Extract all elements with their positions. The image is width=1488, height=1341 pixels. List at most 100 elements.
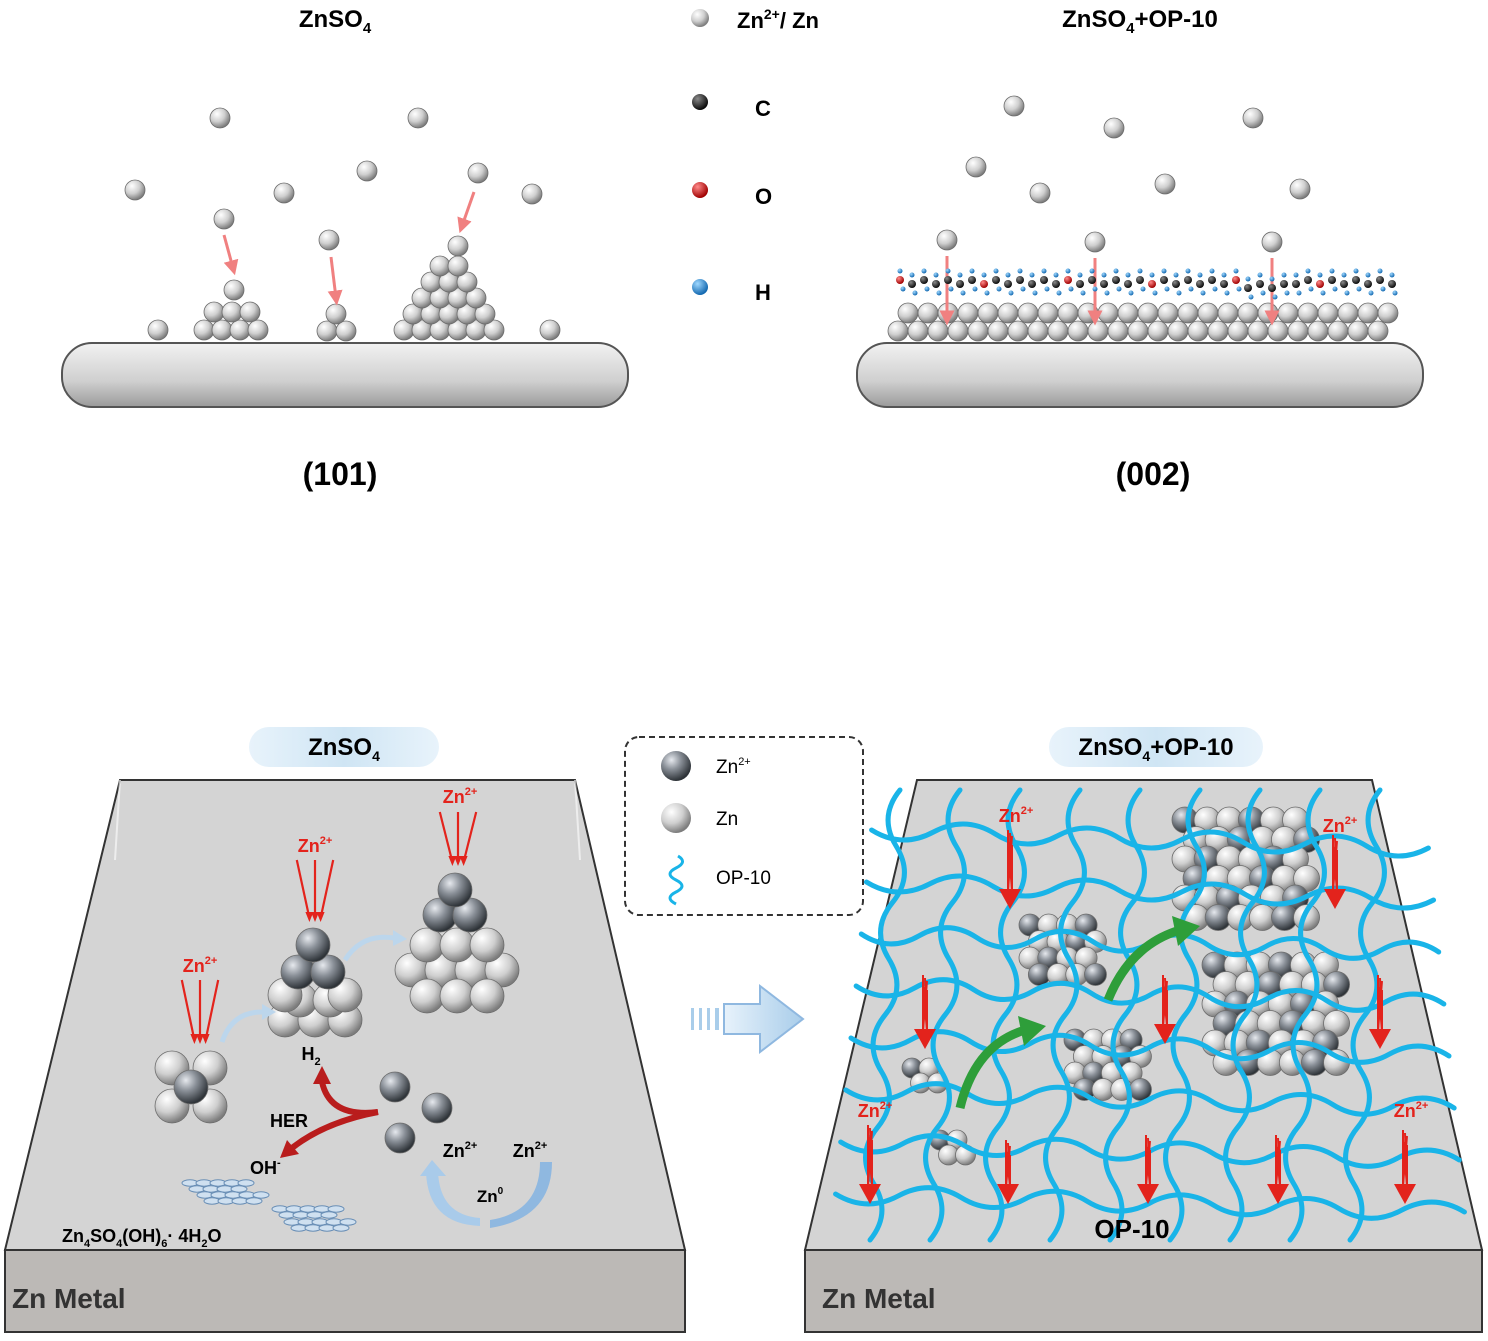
carbon-atom — [1304, 276, 1312, 284]
hydrogen-atom — [1380, 286, 1386, 292]
zn-atom — [429, 255, 451, 277]
zn2-flux-arrowhead — [859, 1184, 881, 1204]
hydrogen-atom — [1392, 290, 1398, 296]
legend-hydrogen-sphere — [692, 279, 708, 295]
hydrogen-atom — [1116, 286, 1122, 292]
zn-atom — [1227, 320, 1249, 342]
zn2-flux-arrowhead — [997, 1184, 1019, 1204]
zn-atom — [1347, 320, 1369, 342]
op10-chain — [863, 873, 1437, 911]
byproduct-flake — [320, 1211, 338, 1219]
zn-atom — [1277, 302, 1299, 324]
zn-atom — [907, 320, 929, 342]
bottom-left-title: ZnSO4 — [308, 734, 380, 764]
zn2-label-2: Zn2+ — [298, 835, 333, 856]
zn2-flux-arrow — [295, 859, 311, 919]
zn-ion — [213, 208, 235, 230]
op10-chain — [1103, 787, 1147, 1243]
zn2-flux-arrow — [867, 1136, 871, 1187]
hydrogen-atom — [912, 290, 918, 296]
zn-atom — [465, 287, 487, 309]
hydrogen-atom — [1032, 290, 1038, 296]
byproduct-label: Zn4SO4(OH)6· 4H2O — [62, 1226, 222, 1250]
zn-atom — [1267, 320, 1289, 342]
oxygen-atom — [1232, 276, 1240, 284]
zn-atom — [1127, 320, 1149, 342]
h2-label: H2 — [301, 1044, 320, 1068]
hydrogen-atom — [1200, 290, 1206, 296]
zn-ion — [1003, 95, 1025, 117]
zn-atom — [1207, 320, 1229, 342]
carbon-atom — [1172, 280, 1180, 288]
zn2-flux-arrow — [1005, 1151, 1009, 1187]
zn-atom — [539, 319, 561, 341]
zn-atom — [447, 235, 469, 257]
hydrogen-atom — [1005, 272, 1011, 278]
carbon-atom — [1160, 276, 1168, 284]
deposited-zn-atoms-left — [124, 107, 561, 342]
hydrogen-atom — [1269, 276, 1275, 282]
hydrogen-atom — [1056, 290, 1062, 296]
carbon-atom — [1376, 276, 1384, 284]
hydrogen-atom — [897, 268, 903, 274]
op10-chain — [1163, 787, 1207, 1243]
zn-atom — [1107, 320, 1129, 342]
zn2-label-3: Zn2+ — [443, 786, 478, 807]
zn-substrate-left — [61, 342, 629, 408]
hydrogen-atom — [1284, 290, 1290, 296]
carbon-atom — [1112, 276, 1120, 284]
growth-arrow-2-head — [393, 930, 407, 946]
hydrogen-atom — [996, 286, 1002, 292]
hydrogen-atom — [933, 272, 939, 278]
facet-label-002: (002) — [1116, 456, 1191, 492]
zn2-flux-arrow — [1275, 1146, 1279, 1187]
legend-oxygen-label: O — [755, 184, 772, 209]
carbon-atom — [1220, 280, 1228, 288]
zn-ion — [521, 183, 543, 205]
oxygen-atom — [1064, 276, 1072, 284]
legend-hydrogen-label: H — [755, 280, 771, 305]
zn2-flux-arrows-left — [180, 811, 478, 1044]
carbon-atom — [1028, 280, 1036, 288]
green-growth-arrow-2-head — [1172, 916, 1200, 946]
hydrogen-atom — [1104, 290, 1110, 296]
cycle-zn2-right: Zn2+ — [513, 1140, 548, 1161]
zn-atom — [897, 302, 919, 324]
hydrogen-atom — [1065, 268, 1071, 274]
op10-chain — [1223, 787, 1267, 1243]
deposition-arrow — [327, 256, 343, 306]
zn-atom — [967, 320, 989, 342]
carbon-atom — [1244, 284, 1252, 292]
hydrogen-atom — [1305, 268, 1311, 274]
zn-atom — [1007, 320, 1029, 342]
bottom-left-panel: ZnSO4 Zn Metal Zn2+ Zn2+ Zn2+ H2 HER OH-… — [3, 727, 687, 1333]
zn-atom — [1017, 302, 1039, 324]
zn-atom — [1047, 320, 1069, 342]
right-zn2-label-3: Zn2+ — [858, 1100, 893, 1121]
hydrogen-atom — [1140, 286, 1146, 292]
zn-atom — [1327, 320, 1349, 342]
hydrogen-atom — [1272, 294, 1278, 300]
zn2-ion — [384, 1122, 416, 1154]
bottom-right-title-pill — [1049, 727, 1263, 767]
carbon-atom — [932, 280, 940, 288]
zn-atom — [409, 927, 445, 963]
zn-atom — [456, 271, 478, 293]
hydrogen-atom — [1164, 286, 1170, 292]
op10-chain — [833, 1185, 1467, 1221]
zn2-flux-arrowhead — [190, 1034, 199, 1044]
hydrogen-atom — [981, 272, 987, 278]
zn-atom — [409, 978, 445, 1014]
her-label: HER — [270, 1111, 308, 1131]
zn2-ion — [421, 1092, 453, 1124]
bottom-right-title: ZnSO4+OP-10 — [1078, 734, 1233, 764]
hydrogen-atom — [1221, 272, 1227, 278]
bottom-legend: Zn2+ Zn OP-10 — [624, 736, 864, 916]
zn2-flux-arrowhead — [196, 1034, 204, 1044]
bottom-right-panel: ZnSO4+OP-10 Zn Metal Zn2+ Zn2+ Zn2+ Zn2+… — [803, 727, 1484, 1333]
zn-atom — [1297, 302, 1319, 324]
zn-atom — [917, 302, 939, 324]
zn2-flux-arrow — [1007, 841, 1011, 892]
zn2-ion — [437, 872, 473, 908]
